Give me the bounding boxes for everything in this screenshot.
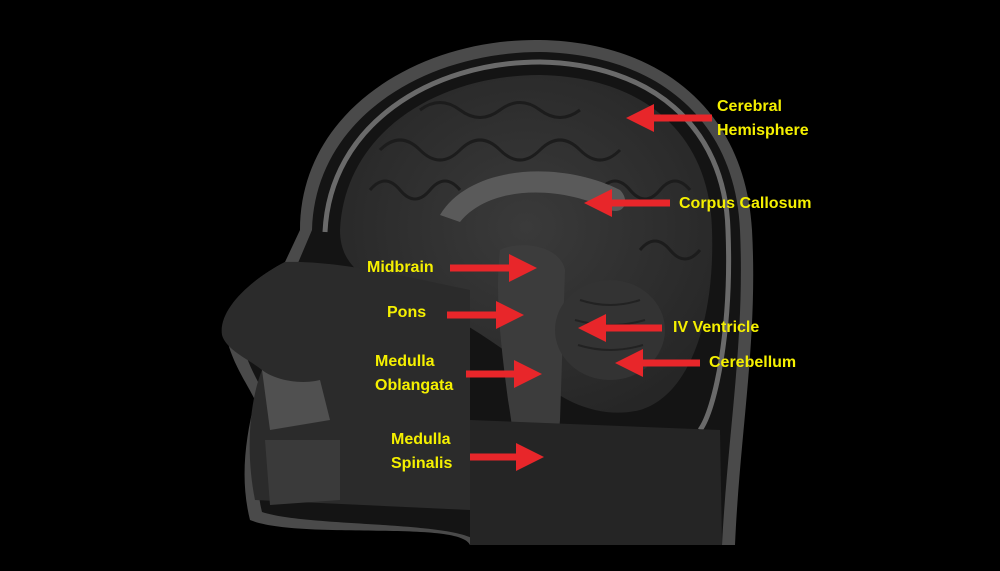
- label-cerebral-hemisphere: Cerebral Hemisphere: [717, 95, 809, 143]
- corpus-callosum: [440, 171, 626, 222]
- label-cerebellum: Cerebellum: [709, 354, 797, 371]
- label-line: Medulla: [375, 353, 435, 370]
- label-medulla-spinalis: Medulla Spinalis: [391, 428, 452, 476]
- label-corpus-callosum: Corpus Callosum: [679, 195, 812, 212]
- label-line: Spinalis: [391, 455, 453, 472]
- label-medulla-oblangata: Medulla Oblangata: [375, 350, 453, 398]
- label-line: Hemisphere: [717, 122, 809, 139]
- label-line: Cerebral: [717, 98, 782, 115]
- label-line: Medulla: [391, 431, 451, 448]
- label-line: Oblangata: [375, 377, 454, 394]
- label-midbrain: Midbrain: [367, 259, 434, 276]
- label-pons: Pons: [387, 304, 427, 321]
- label-iv-ventricle: IV Ventricle: [673, 319, 760, 336]
